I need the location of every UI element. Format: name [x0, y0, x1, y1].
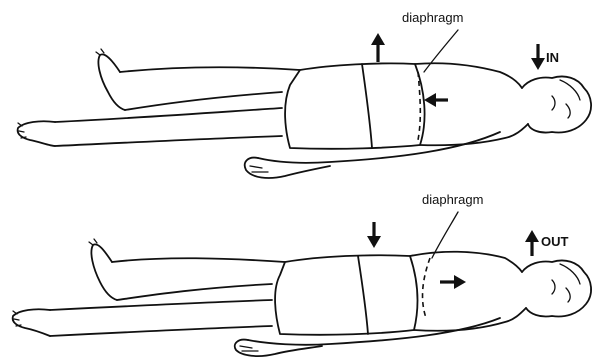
bottom-breath-arrow-up-icon: [525, 230, 539, 256]
bottom-belly-arrow-down-icon: [367, 222, 381, 248]
bottom-diaphragm-line: [423, 258, 430, 318]
top-figure: diaphragm IN: [18, 10, 591, 178]
top-body-outline: [18, 49, 591, 178]
top-diaphragm-arrow-left-icon: [424, 93, 448, 107]
top-belly-arrow-up-icon: [371, 33, 385, 62]
top-diaphragm-label: diaphragm: [402, 10, 463, 25]
bottom-diaphragm-arrow-right-icon: [440, 275, 466, 289]
bottom-breath-label: OUT: [541, 234, 569, 249]
bottom-figure: diaphragm OUT: [13, 192, 591, 356]
bottom-body-outline: [13, 239, 591, 356]
top-diaphragm-pointer: [424, 30, 458, 72]
top-breath-arrow-down-icon: [531, 44, 545, 70]
top-breath-label: IN: [546, 50, 559, 65]
bottom-diaphragm-label: diaphragm: [422, 192, 483, 207]
